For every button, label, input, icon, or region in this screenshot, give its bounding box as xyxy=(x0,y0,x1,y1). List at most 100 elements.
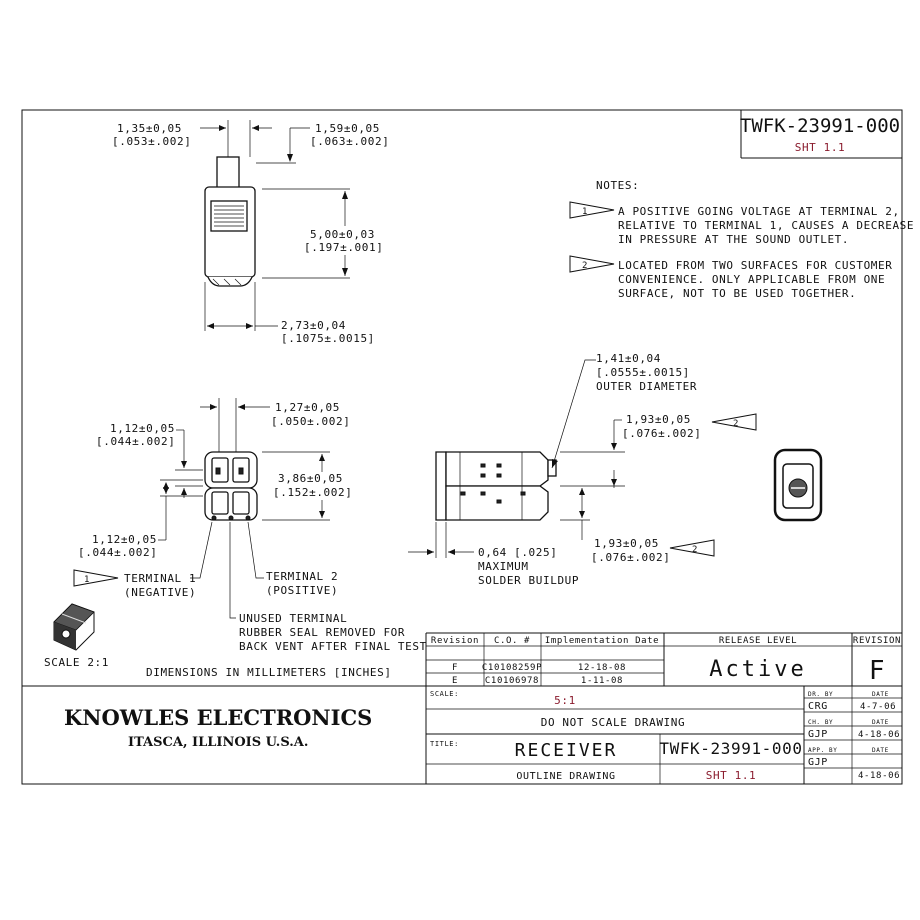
dim-1-12-upper: 1,12±0,05 [.044±.002] xyxy=(96,422,203,498)
dim-5-00: 5,00±0,03 [.197±.001] xyxy=(262,188,383,279)
dim-label: 1,35±0,05 xyxy=(117,122,182,135)
approval-name: GJP xyxy=(808,729,828,740)
note-1-line: A POSITIVE GOING VOLTAGE AT TERMINAL 2, xyxy=(618,205,900,218)
approval-date: 4-18-06 xyxy=(858,771,900,781)
dim-label: [.050±.002] xyxy=(271,415,350,428)
notes-block: NOTES: 1 A POSITIVE GOING VOLTAGE AT TER… xyxy=(569,179,914,300)
terminal-1-callout: 1 TERMINAL 1 (NEGATIVE) xyxy=(73,521,213,599)
rev-table-header: C.O. # xyxy=(494,636,530,646)
dim-3-86: 3,86±0,05 [.152±.002] xyxy=(262,451,352,521)
note-2-line: LOCATED FROM TWO SURFACES FOR CUSTOMER xyxy=(618,259,892,272)
front-view xyxy=(204,451,258,521)
dim-label: MAXIMUM xyxy=(478,560,529,573)
profile-view xyxy=(435,451,557,521)
title-block: Revision C.O. # Implementation Date F C1… xyxy=(22,632,902,784)
rev-table-cell: F xyxy=(452,663,458,673)
company-location: ITASCA, ILLINOIS U.S.A. xyxy=(128,735,308,750)
rev-table-header: Implementation Date xyxy=(545,636,659,646)
dim-1-27: 1,27±0,05 [.050±.002] xyxy=(200,398,350,452)
dim-label: 3,86±0,05 xyxy=(278,472,343,485)
revision-value: F xyxy=(869,656,885,686)
dim-1-59: 1,59±0,05 [.063±.002] xyxy=(256,122,389,164)
dim-label: 1,27±0,05 xyxy=(275,401,340,414)
dim-label: [.0555±.0015] xyxy=(596,366,690,379)
outlet-view xyxy=(773,448,823,522)
isometric-view xyxy=(53,603,95,651)
dim-1-12-lower: 1,12±0,05 [.044±.002] xyxy=(78,479,203,559)
dim-label: 5,00±0,03 xyxy=(310,228,375,241)
unused-terminal-callout: UNUSED TERMINAL RUBBER SEAL REMOVED FOR … xyxy=(229,522,427,653)
approval-role: APP. BY xyxy=(808,747,838,754)
dim-label: [.044±.002] xyxy=(78,546,157,559)
dim-label: [.044±.002] xyxy=(96,435,175,448)
top-title-box: TWFK-23991-000 SHT 1.1 xyxy=(740,110,902,159)
approval-name: GJP xyxy=(808,757,828,768)
top-sheet-number: SHT 1.1 xyxy=(795,141,846,154)
approval-date: 4-18-06 xyxy=(858,730,900,740)
dim-label: 1,12±0,05 xyxy=(92,533,157,546)
release-level-value: Active xyxy=(709,657,806,682)
dim-1-93-lower: 1,93±0,05 [.076±.002] 2 xyxy=(560,488,715,564)
note-flag-number: 2 xyxy=(733,419,739,429)
terminal-1-polarity: (NEGATIVE) xyxy=(124,586,196,599)
drawing-title: RECEIVER xyxy=(515,740,618,761)
rev-table-cell: 1-11-08 xyxy=(581,676,623,686)
terminal-2-callout: TERMINAL 2 (POSITIVE) xyxy=(247,521,338,597)
dim-label: [.076±.002] xyxy=(591,551,670,564)
notes-heading: NOTES: xyxy=(596,179,639,192)
rev-table-header: Revision xyxy=(431,636,479,646)
dim-2-73: 2,73±0,04 [.1075±.0015] xyxy=(204,282,374,345)
dim-label: 1,59±0,05 xyxy=(315,122,380,135)
dim-1-41: 1,41±0,04 [.0555±.0015] OUTER DIAMETER xyxy=(551,352,697,469)
note-flag-number: 1 xyxy=(582,207,588,217)
note-2-line: CONVENIENCE. ONLY APPLICABLE FROM ONE xyxy=(618,273,885,286)
unused-terminal-note: RUBBER SEAL REMOVED FOR xyxy=(239,626,405,639)
note-2-line: SURFACE, NOT TO BE USED TOGETHER. xyxy=(618,287,856,300)
dim-label: 2,73±0,04 xyxy=(281,319,346,332)
unused-terminal-label: UNUSED TERMINAL xyxy=(239,612,347,625)
dim-label: 1,12±0,05 xyxy=(110,422,175,435)
dim-label: [.076±.002] xyxy=(622,427,701,440)
approval-role: CH. BY xyxy=(808,719,833,726)
note-flag-number: 2 xyxy=(692,545,698,555)
dim-label: 1,93±0,05 xyxy=(626,413,691,426)
dim-1-35: 1,35±0,05 [.053±.002] xyxy=(112,120,272,157)
dim-label: 1,41±0,04 xyxy=(596,352,661,365)
block-part-number: TWFK-23991-000 xyxy=(659,739,802,758)
title-label: TITLE: xyxy=(430,740,459,748)
unused-terminal-note: BACK VENT AFTER FINAL TEST xyxy=(239,640,427,653)
no-scale-note: DO NOT SCALE DRAWING xyxy=(541,716,685,729)
dim-label: [.197±.001] xyxy=(304,241,383,254)
rev-table-cell: 12-18-08 xyxy=(578,663,626,673)
side-view xyxy=(204,156,256,287)
sheet-border xyxy=(21,109,903,785)
scale-label: SCALE: xyxy=(430,690,459,698)
terminal-2-polarity: (POSITIVE) xyxy=(266,584,338,597)
note-flag-number: 2 xyxy=(582,261,588,271)
dim-1-93-upper: 1,93±0,05 [.076±.002] 2 xyxy=(560,413,757,488)
approval-date-label: DATE xyxy=(872,691,889,698)
terminal-1-label: TERMINAL 1 xyxy=(124,572,196,585)
company-name: KNOWLES ELECTRONICS xyxy=(64,705,372,730)
top-part-number: TWFK-23991-000 xyxy=(740,115,900,137)
note-1-line: IN PRESSURE AT THE SOUND OUTLET. xyxy=(618,233,849,246)
dim-label: 1,93±0,05 xyxy=(594,537,659,550)
rev-table-cell: E xyxy=(452,676,458,686)
approval-date-label: DATE xyxy=(872,747,889,754)
rev-table-cell: C10108259P xyxy=(482,663,542,673)
approval-role: DR. BY xyxy=(808,691,833,698)
drawing-subtitle: OUTLINE DRAWING xyxy=(516,771,615,782)
note-flag-number: 1 xyxy=(84,575,90,585)
dim-0-64: 0,64 [.025] MAXIMUM SOLDER BUILDUP xyxy=(408,522,579,587)
terminal-2-label: TERMINAL 2 xyxy=(266,570,338,583)
dim-label: [.053±.002] xyxy=(112,135,191,148)
block-sheet-number: SHT 1.1 xyxy=(706,769,757,782)
view-scale-label: SCALE 2:1 xyxy=(44,656,109,669)
dim-label: SOLDER BUILDUP xyxy=(478,574,579,587)
dim-label: OUTER DIAMETER xyxy=(596,380,697,393)
release-level-label: RELEASE LEVEL xyxy=(719,636,797,646)
note-1-line: RELATIVE TO TERMINAL 1, CAUSES A DECREAS… xyxy=(618,219,914,232)
approval-date: 4-7-06 xyxy=(860,702,896,712)
rev-table-cell: C10106978 xyxy=(485,676,539,686)
dim-label: [.152±.002] xyxy=(273,486,352,499)
